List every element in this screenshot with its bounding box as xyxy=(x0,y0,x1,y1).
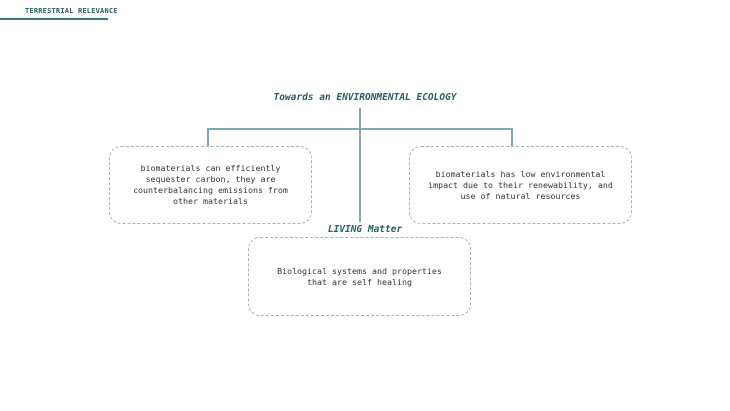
left-drop-connector xyxy=(207,128,209,146)
right-drop-connector xyxy=(511,128,513,146)
left-box-text: biomaterials can efficiently sequester c… xyxy=(133,163,288,206)
section-label: TERRESTRIAL RELEVANCE xyxy=(25,7,118,15)
horizontal-connector xyxy=(207,128,513,130)
section-underline xyxy=(0,18,108,20)
vertical-connector xyxy=(359,108,361,222)
left-box: biomaterials can efficiently sequester c… xyxy=(109,146,312,224)
bottom-box: Biological systems and properties that a… xyxy=(248,237,471,316)
bottom-box-text: Biological systems and properties that a… xyxy=(277,265,442,287)
bottom-title: LIVING Matter xyxy=(327,224,403,235)
right-box: biomaterials has low environmental impac… xyxy=(409,146,632,224)
right-box-text: biomaterials has low environmental impac… xyxy=(428,168,613,201)
top-title: Towards an ENVIRONMENTAL ECOLOGY xyxy=(273,92,457,103)
